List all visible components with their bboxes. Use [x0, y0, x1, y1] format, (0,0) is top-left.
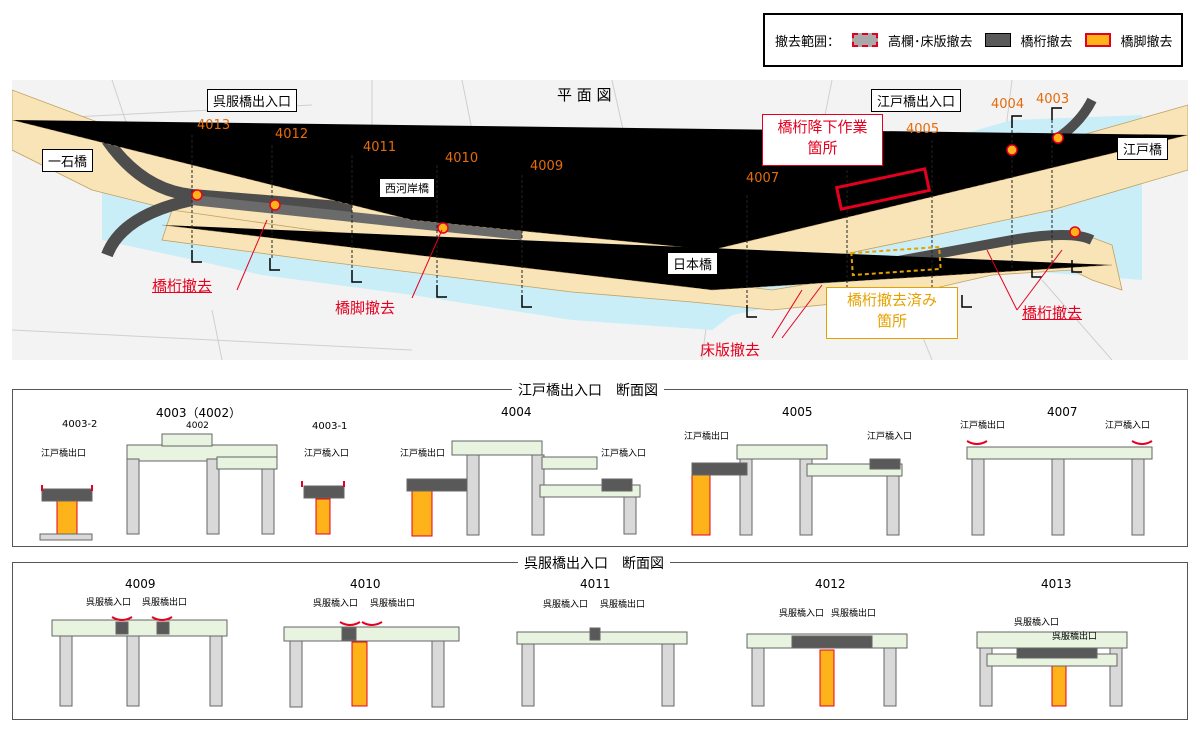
kure-4011-label: 4011: [580, 577, 611, 591]
kure-entrance-a: 呉服橋入口: [86, 598, 132, 608]
plan-section-4005: 4005: [906, 122, 940, 137]
kure-exit-a: 呉服橋出口: [142, 598, 188, 608]
edo-4003-2-label: 4003-2: [62, 419, 98, 430]
kure-exit-b: 呉服橋出口: [370, 599, 416, 609]
edo-section-title: 江戸橋出入口 断面図: [512, 380, 664, 400]
kure-exit-e: 呉服橋出口: [1052, 632, 1098, 642]
edo-exit-d: 江戸橋出口: [960, 421, 1006, 431]
plan-section-4009: 4009: [530, 159, 564, 174]
plan-section-4013: 4013: [197, 118, 231, 133]
legend-box: 撤去範囲： 高欄･床版撤去 橋桁撤去 橋脚撤去: [763, 13, 1183, 67]
label-ichikoku: 一石橋: [42, 149, 94, 172]
label-nihonbashi: 日本橋: [667, 252, 719, 275]
label-kurefuku-exit: 呉服橋出入口: [207, 89, 298, 112]
kure-entrance-e: 呉服橋入口: [1014, 618, 1060, 628]
edo-4002-label: 4002: [186, 421, 209, 431]
legend-girder-label: 橋桁撤去: [1020, 34, 1073, 50]
kure-entrance-b: 呉服橋入口: [313, 599, 359, 609]
callout-pier-removal: 橋脚撤去: [335, 299, 396, 317]
label-edo-exit: 江戸橋出入口: [871, 89, 962, 112]
edo-4003-label: 4003（4002）: [156, 406, 242, 420]
legend-rail-label: 高欄･床版撤去: [888, 34, 973, 50]
edo-entrance-b: 江戸橋入口: [601, 449, 647, 459]
legend-girder-swatch: [984, 33, 1011, 47]
plan-section-4011: 4011: [363, 140, 397, 155]
edo-4004-label: 4004: [501, 405, 532, 419]
edo-exit-b: 江戸橋出口: [400, 449, 446, 459]
callout-girder-lower-work: 橋桁降下作業 箇所: [762, 114, 883, 166]
plan-section-4010: 4010: [445, 151, 479, 166]
kure-4013-label: 4013: [1041, 577, 1072, 591]
edo-exit-c: 江戸橋出口: [684, 432, 730, 442]
label-nishikawagishi: 西河岸橋: [379, 178, 435, 198]
kure-4009-label: 4009: [125, 577, 156, 591]
edo-section-drawing: [39, 433, 1153, 541]
plan-section-4004: 4004: [991, 97, 1025, 112]
plan-map: [12, 80, 1188, 360]
plan-title: 平 面 図: [557, 86, 612, 104]
kure-exit-d: 呉服橋出口: [831, 609, 877, 619]
plan-section-4012: 4012: [275, 127, 309, 142]
edo-entrance-c: 江戸橋入口: [867, 432, 913, 442]
legend-pier-label: 橋脚撤去: [1120, 34, 1173, 50]
edo-4005-label: 4005: [782, 405, 813, 419]
kure-4012-label: 4012: [815, 577, 846, 591]
callout-slab-removal: 床版撤去: [700, 341, 761, 359]
kure-exit-c: 呉服橋出口: [600, 600, 646, 610]
kure-entrance-c: 呉服橋入口: [543, 600, 589, 610]
plan-section-4007: 4007: [746, 171, 780, 186]
edo-4003-1-label: 4003-1: [312, 421, 348, 432]
kure-section-drawing: [51, 616, 1128, 708]
legend-rail-swatch: [852, 33, 879, 47]
callout-girder-removal-left: 橋桁撤去: [152, 277, 213, 295]
callout-girder-removed-done: 橋桁撤去済み 箇所: [826, 287, 958, 339]
label-edobashi: 江戸橋: [1117, 137, 1169, 160]
kure-4010-label: 4010: [350, 577, 381, 591]
edo-exit-a: 江戸橋出口: [41, 449, 87, 459]
kure-entrance-d: 呉服橋入口: [779, 609, 825, 619]
edo-entrance-a: 江戸橋入口: [304, 449, 350, 459]
legend-prefix: 撤去範囲：: [775, 34, 841, 50]
plan-section-4003: 4003: [1036, 92, 1070, 107]
legend-pier-swatch: [1084, 33, 1111, 47]
edo-entrance-d: 江戸橋入口: [1105, 421, 1151, 431]
callout-girder-removal-right: 橋桁撤去: [1022, 304, 1083, 322]
kure-section-title: 呉服橋出入口 断面図: [518, 553, 670, 573]
edo-4007-label: 4007: [1047, 405, 1078, 419]
